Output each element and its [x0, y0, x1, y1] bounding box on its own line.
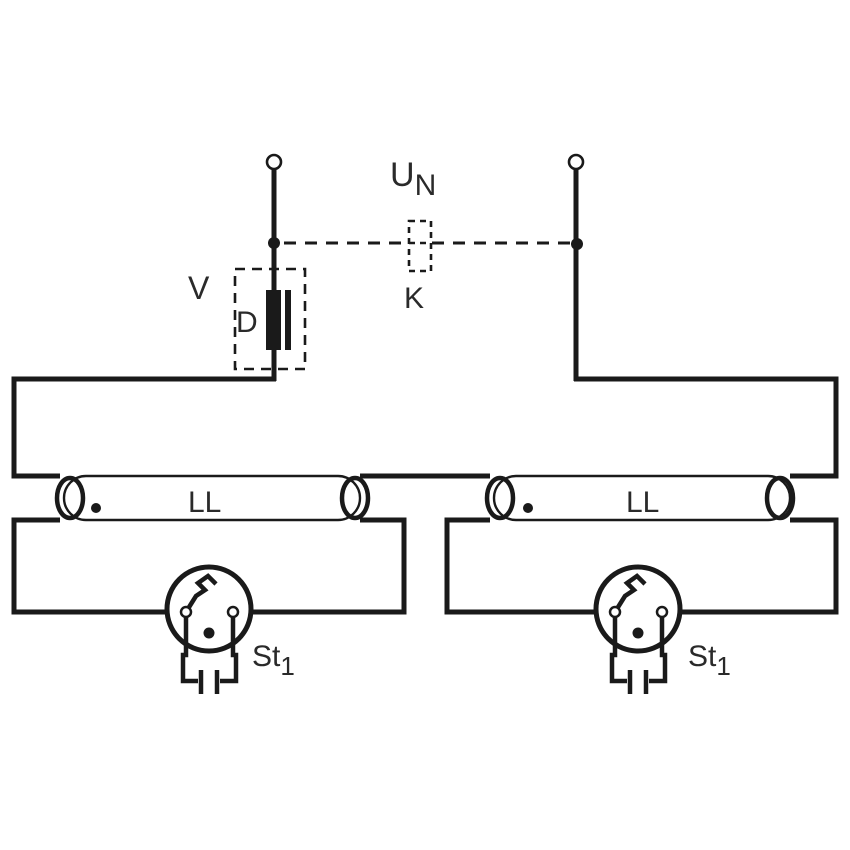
- ballast-enclosure: [233, 267, 307, 371]
- capacitor-branch: [284, 219, 570, 273]
- starter-1-label: St1: [252, 640, 295, 681]
- starter-1: [164, 564, 254, 694]
- starter-2: [593, 564, 683, 694]
- choke-label: D: [236, 306, 258, 339]
- polarity-dot: [523, 503, 533, 513]
- capacitor-symbol: [407, 219, 433, 273]
- lamp-2-label: LL: [626, 486, 659, 519]
- fluorescent-lamp-1: [54, 474, 371, 522]
- capacitor-label: K: [404, 282, 424, 315]
- choke-symbol: [266, 290, 291, 381]
- supply-voltage-label: UN: [390, 156, 436, 202]
- supply-terminal-right: [567, 153, 585, 381]
- ballast-box-label: V: [188, 270, 210, 306]
- lamp-1-label: LL: [188, 486, 221, 519]
- polarity-dot: [91, 503, 101, 513]
- fluorescent-lamp-2: [484, 474, 796, 522]
- starter-2-label: St1: [688, 640, 731, 681]
